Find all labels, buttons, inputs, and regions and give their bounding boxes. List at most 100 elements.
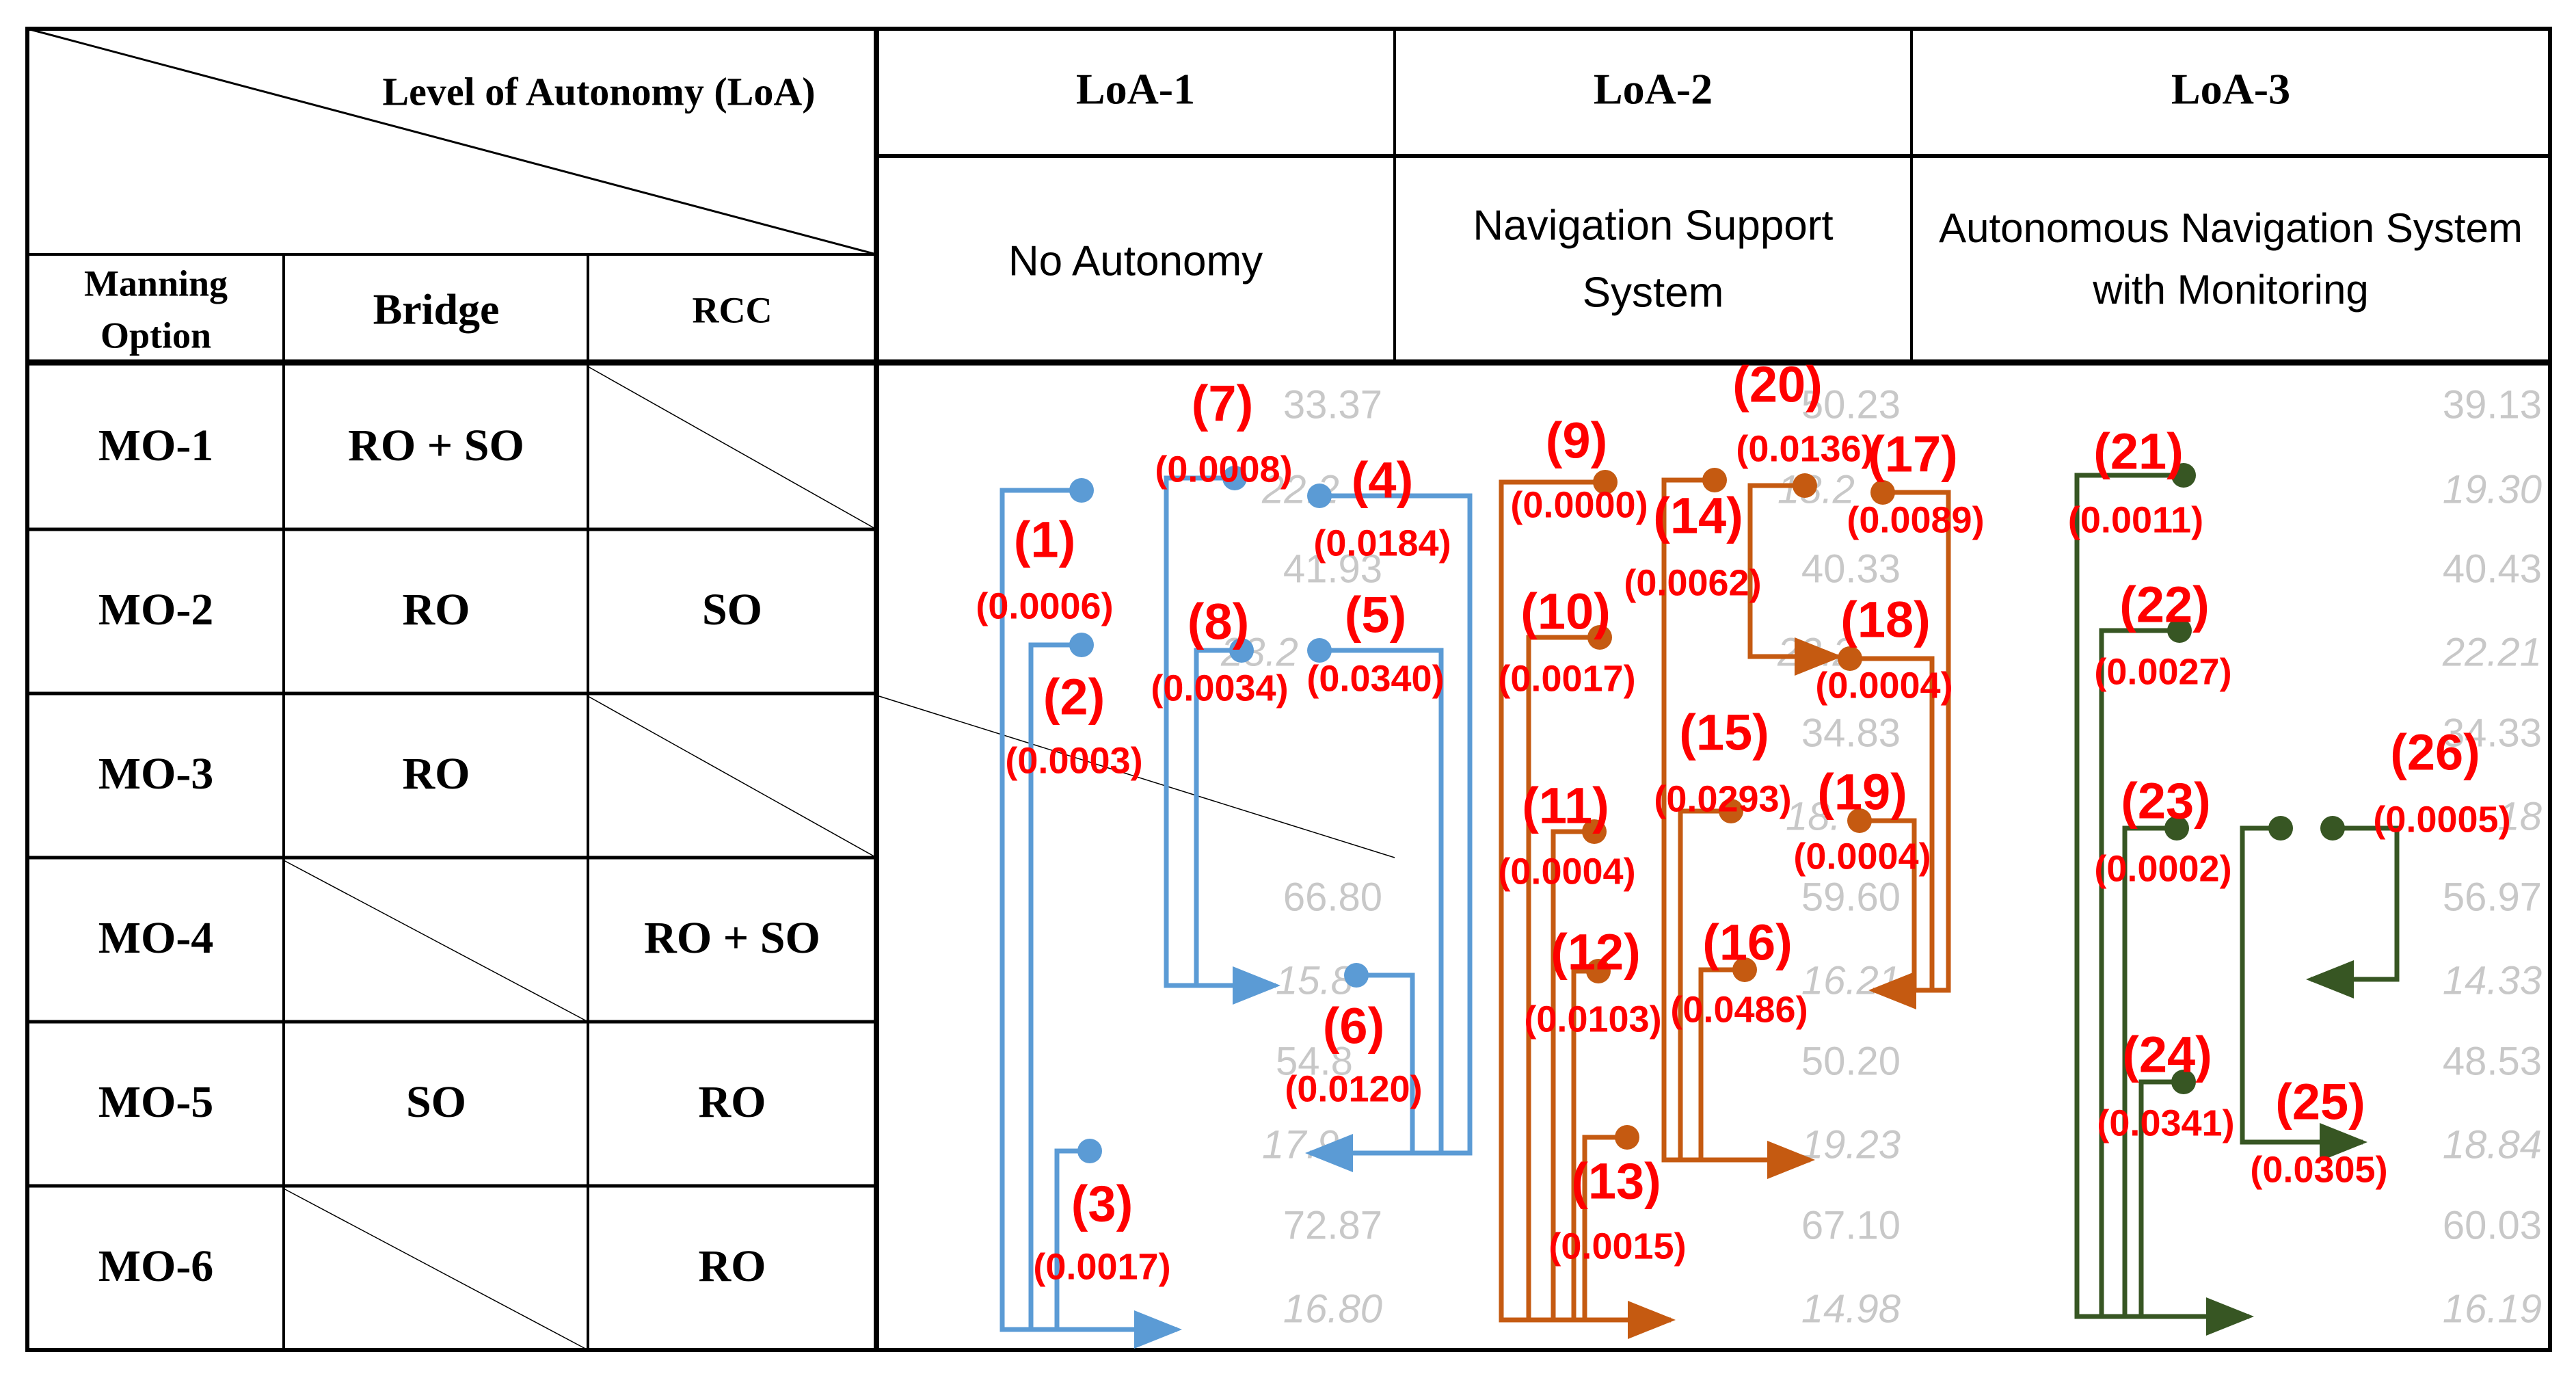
cell-value-bottom: 16.80 bbox=[1283, 1286, 1382, 1331]
transition-arrow-17 bbox=[1868, 490, 1951, 1009]
transition-id-label: (17) bbox=[1868, 426, 1958, 483]
transition-prob-label: (0.0017) bbox=[1033, 1246, 1170, 1287]
transition-dot-7 bbox=[1222, 466, 1247, 490]
cell-value-bottom: 16.19 bbox=[2443, 1286, 2542, 1331]
cell-value-bottom: 19.23 bbox=[1801, 1122, 1901, 1167]
transition-id-label: (20) bbox=[1732, 356, 1823, 413]
row-bridge-crew: RO bbox=[403, 585, 470, 635]
row-mo-label: MO-2 bbox=[98, 585, 214, 635]
transition-dot-24 bbox=[2171, 1070, 2196, 1094]
cell-value-top: 34.33 bbox=[2443, 711, 2542, 755]
transition-prob-label: (0.0184) bbox=[1313, 522, 1451, 564]
cell-value-bottom: 16.21 bbox=[1801, 958, 1901, 1003]
transition-dot-21 bbox=[2171, 463, 2196, 488]
loa2-description-line1: Navigation Support bbox=[1473, 202, 1833, 249]
row-mo-label: MO-3 bbox=[98, 749, 214, 799]
transition-arrow-23 bbox=[2122, 825, 2177, 1317]
corner-title: Level of Autonomy (LoA) bbox=[382, 69, 815, 114]
transition-arrow-22 bbox=[2099, 628, 2179, 1317]
transition-arrow-15 bbox=[1678, 808, 1731, 1160]
cell-value-top: 56.97 bbox=[2443, 875, 2542, 919]
transition-arrow-19 bbox=[1860, 818, 1917, 990]
transition-dot-23 bbox=[2164, 816, 2189, 841]
table-header: Level of Autonomy (LoA) Manning Option B… bbox=[84, 65, 2523, 356]
manning-option-header-line1: Manning bbox=[84, 263, 228, 304]
transition-prob-label: (0.0004) bbox=[1815, 665, 1953, 706]
transition-id-label: (8) bbox=[1188, 594, 1249, 650]
transition-prob-label: (0.0027) bbox=[2094, 651, 2231, 692]
transition-id-label: (4) bbox=[1352, 452, 1413, 509]
row-rcc-crew: RO bbox=[699, 1077, 766, 1127]
transition-dot-6 bbox=[1344, 963, 1369, 988]
cell-value-bottom: 18.84 bbox=[2443, 1122, 2542, 1167]
transition-prob-label: (0.0002) bbox=[2094, 848, 2231, 889]
row-rcc-crew: RO + SO bbox=[644, 913, 820, 963]
cell-value-bottom: 18. bbox=[1786, 794, 1841, 838]
row-mo-label: MO-4 bbox=[98, 913, 214, 963]
transition-arrow-7 bbox=[1164, 475, 1280, 1005]
transition-arrow-8 bbox=[1194, 648, 1242, 985]
loa2-transition-arrows bbox=[1499, 477, 1951, 1339]
transition-id-label: (1) bbox=[1014, 512, 1075, 568]
transition-arrow-21 bbox=[2074, 473, 2254, 1336]
transition-prob-label: (0.0293) bbox=[1654, 778, 1791, 819]
transition-arrow-14 bbox=[1661, 477, 1815, 1179]
transition-arrow-26 bbox=[2306, 825, 2400, 998]
loa1-header: LoA-1 bbox=[1076, 65, 1195, 114]
transition-dot-5 bbox=[1307, 638, 1332, 663]
transition-dot-22 bbox=[2167, 618, 2192, 643]
transition-prob-label: (0.0120) bbox=[1285, 1068, 1422, 1109]
transition-id-label: (19) bbox=[1817, 764, 1907, 821]
transition-id-label: (3) bbox=[1071, 1176, 1133, 1232]
transition-dot-17 bbox=[1870, 480, 1895, 505]
cell-value-top: 59.60 bbox=[1801, 875, 1901, 919]
cell-value-bottom: 18 bbox=[2497, 794, 2542, 838]
transition-prob-label: (0.0015) bbox=[1548, 1226, 1686, 1267]
cell-value-top: 40.33 bbox=[1801, 546, 1901, 591]
transition-dot-16 bbox=[1732, 957, 1757, 982]
cell-value-top: 48.53 bbox=[2443, 1039, 2542, 1083]
table-grid bbox=[25, 27, 2552, 1352]
manning-option-header-line2: Option bbox=[100, 315, 211, 356]
transition-dot-18 bbox=[1838, 646, 1862, 671]
transition-prob-label: (0.0017) bbox=[1498, 658, 1635, 699]
transition-id-label: (12) bbox=[1551, 924, 1641, 981]
cell-value-bottom: 19.30 bbox=[2443, 467, 2542, 512]
cell-value-top: 33.37 bbox=[1283, 382, 1382, 427]
loa3-description-line2: with Monitoring bbox=[2092, 267, 2369, 313]
manning-option-rows: MO-1 RO + SO MO-2 RO SO MO-3 RO MO-4 RO … bbox=[98, 421, 820, 1291]
transition-prob-label: (0.0004) bbox=[1793, 836, 1931, 877]
transition-id-label: (21) bbox=[2093, 423, 2184, 480]
rcc-header: RCC bbox=[693, 289, 773, 330]
transition-prob-label: (0.0062) bbox=[1624, 562, 1761, 603]
transition-prob-label: (0.0034) bbox=[1151, 667, 1288, 709]
cell-value-top: 66.80 bbox=[1283, 875, 1382, 919]
transition-dot-8 bbox=[1229, 638, 1254, 663]
transition-id-label: (11) bbox=[1522, 778, 1609, 834]
transition-arrow-25 bbox=[2240, 825, 2367, 1161]
transition-prob-label: (0.0000) bbox=[1510, 484, 1648, 525]
transition-id-label: (23) bbox=[2121, 773, 2211, 830]
transition-dot-20 bbox=[1793, 473, 1817, 498]
transition-id-label: (14) bbox=[1653, 488, 1743, 544]
transition-labels: (1) (0.0006) (2) (0.0003) (3) (0.0017) (… bbox=[976, 356, 2510, 1288]
transition-dot-26 bbox=[2320, 816, 2345, 841]
transition-arrow-11 bbox=[1551, 829, 1594, 1320]
transition-arrow-24 bbox=[2138, 1079, 2184, 1317]
transition-id-label: (24) bbox=[2122, 1027, 2212, 1083]
transition-prob-label: (0.0340) bbox=[1306, 658, 1444, 699]
loa2-header: LoA-2 bbox=[1594, 65, 1713, 114]
transition-dot-4 bbox=[1307, 484, 1332, 508]
transition-dot-9 bbox=[1593, 470, 1618, 494]
transition-id-label: (26) bbox=[2390, 724, 2480, 781]
loa1-description: No Autonomy bbox=[1008, 237, 1263, 285]
cell-value-top: 34.83 bbox=[1801, 711, 1901, 755]
transition-id-label: (15) bbox=[1679, 704, 1769, 761]
transition-id-label: (6) bbox=[1323, 998, 1384, 1055]
cell-value-top: 41.93 bbox=[1283, 546, 1382, 591]
transition-arrow-2 bbox=[1028, 642, 1082, 1329]
transition-arrow-20 bbox=[1747, 483, 1842, 676]
transition-id-label: (13) bbox=[1571, 1153, 1661, 1210]
loa2-description-line2: System bbox=[1583, 269, 1724, 316]
